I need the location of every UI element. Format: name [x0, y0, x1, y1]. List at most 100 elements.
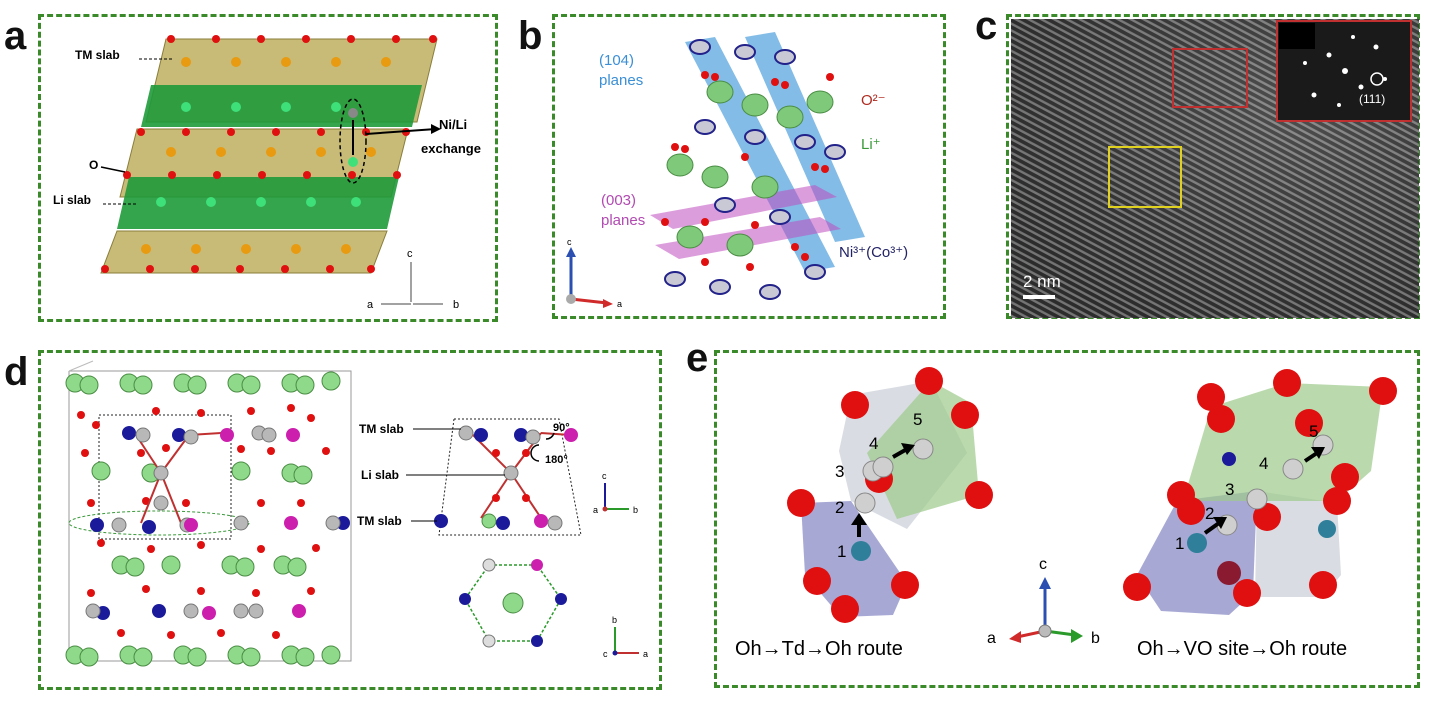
fft-inset-corner [1279, 23, 1315, 49]
left-site-1 [851, 541, 871, 561]
hex-blue-3 [531, 635, 543, 647]
oxygen-arrow [100, 166, 126, 173]
axis-c-label: c [567, 237, 572, 247]
hex-magenta-1 [531, 559, 543, 571]
plane-003-upper [650, 185, 837, 229]
tm-slab-bottom-label: TM slab [357, 514, 402, 528]
panel-a: Ni/Li exchange TM slab O Li slab c a b [38, 14, 498, 322]
exchange-label-line2: exchange [421, 141, 481, 156]
right-blue-atom [1222, 452, 1236, 466]
tm-slab-label: TM slab [75, 48, 120, 62]
angle-90-arc [545, 432, 555, 440]
ni-ion-spheres [664, 39, 846, 300]
right-oxygen [1123, 369, 1397, 607]
panel-e-diagram: 1 2 3 4 5 Oh→Td→Oh route c a b [735, 367, 1397, 660]
panel-label-c: c [975, 4, 998, 48]
axis2-origin [612, 650, 618, 656]
axis2-a-label: a [643, 649, 648, 659]
tm-ring-highlight [68, 510, 250, 536]
axis-a-head [603, 299, 613, 308]
hex-grey-1 [482, 558, 496, 572]
panel-label-a: a [4, 14, 27, 58]
right-teal-atom [1318, 520, 1336, 538]
red-selection-box [1172, 48, 1248, 108]
fft-label: (111) [1359, 92, 1385, 106]
right-maroon-atom [1217, 561, 1241, 585]
left-site-label-2: 2 [835, 498, 844, 517]
li-slab-label: Li slab [361, 468, 399, 482]
left-site-label-1: 1 [837, 542, 846, 561]
right-arrow-2 [1303, 451, 1319, 463]
o-ion-label: O²⁻ [861, 92, 886, 109]
li-slab-label: Li slab [53, 193, 91, 207]
unit-cell-back-top [68, 360, 94, 372]
route-right-label: Oh→VO site→Oh route [1137, 638, 1347, 660]
axis-a-head [1009, 631, 1021, 643]
fft-spots [1303, 35, 1387, 107]
right-site-label-1: 1 [1175, 534, 1184, 553]
yellow-selection-box [1108, 146, 1182, 208]
li-ion-label: Li⁺ [861, 136, 881, 153]
li-ion-spheres [666, 80, 834, 257]
left-site-label-4: 4 [869, 434, 878, 453]
exchange-pointer-arrow [365, 128, 437, 135]
left-site-4 [872, 456, 894, 478]
axis-b-label: b [453, 299, 459, 311]
axis-c-head [1039, 577, 1051, 589]
plane-104-label-2: planes [599, 72, 643, 89]
hex-blue-1 [459, 593, 471, 605]
exchange-label-line1: Ni/Li [439, 117, 467, 132]
right-site-label-2: 2 [1205, 504, 1214, 523]
scale-bar-label: 2 nm [1023, 272, 1061, 291]
axis-origin [1038, 624, 1052, 638]
panel-label-b: b [518, 14, 543, 58]
unit-cell-outline [68, 370, 352, 662]
right-site-label-5: 5 [1309, 422, 1318, 441]
oxygen-label: O [89, 158, 98, 172]
axis-c-label: c [602, 471, 607, 481]
angle-180-arc [530, 444, 540, 462]
right-site-3 [1246, 488, 1268, 510]
fft-marked-spot [1370, 72, 1384, 86]
ni-ion-label: Ni³⁺(Co³⁺) [839, 244, 908, 261]
axis-origin [566, 294, 576, 304]
exchanged-li-atom [348, 157, 358, 167]
axis-a-label: a [367, 299, 374, 311]
panel-label-d: d [4, 350, 29, 394]
exchange-pointer-head [431, 124, 441, 134]
right-arrow-1-head [1213, 517, 1227, 529]
hex-blue-2 [555, 593, 567, 605]
tm-atoms [141, 57, 391, 254]
plane-003-label-2: planes [601, 212, 645, 229]
scale-bar [1023, 295, 1055, 299]
route-left-label: Oh→Td→Oh route [735, 638, 903, 660]
left-site-label-3: 3 [835, 462, 844, 481]
nickel-spheres [90, 426, 350, 620]
left-arrow-2-head [901, 443, 915, 455]
axis2-c-label: c [603, 649, 608, 659]
axis-b-label: b [633, 505, 638, 515]
grey-spheres [85, 425, 341, 619]
axis-a-line [570, 297, 608, 305]
axis-c-label: c [1039, 556, 1047, 573]
panel-label-e: e [686, 336, 709, 380]
axis-c-head [566, 247, 576, 257]
li-spheres [65, 371, 341, 667]
ni-li-exchange-ellipse [339, 98, 367, 184]
left-site-5 [912, 438, 934, 460]
right-site-4 [1282, 458, 1304, 480]
zoom-cell-outline [438, 418, 582, 536]
tm-slab-top-label: TM slab [359, 422, 404, 436]
plane-104-label-1: (104) [599, 52, 634, 69]
panel-d-diagram: 90° 180° TM slab Li slab TM slab c b a b… [65, 360, 648, 667]
o-ion-spheres [661, 71, 834, 271]
zoom-spheres [434, 425, 578, 531]
panel-e: 1 2 3 4 5 Oh→Td→Oh route c a b [714, 350, 1420, 688]
ni-atom [348, 108, 358, 118]
li-atoms [156, 102, 361, 207]
panel-d: 90° 180° TM slab Li slab TM slab c b a b… [38, 350, 662, 690]
left-site-2 [854, 492, 876, 514]
left-site-label-5: 5 [913, 410, 922, 429]
panel-b: (104) planes (003) planes O²⁻ Li⁺ Ni³⁺(C… [552, 14, 946, 319]
right-arrow-1 [1203, 521, 1221, 535]
